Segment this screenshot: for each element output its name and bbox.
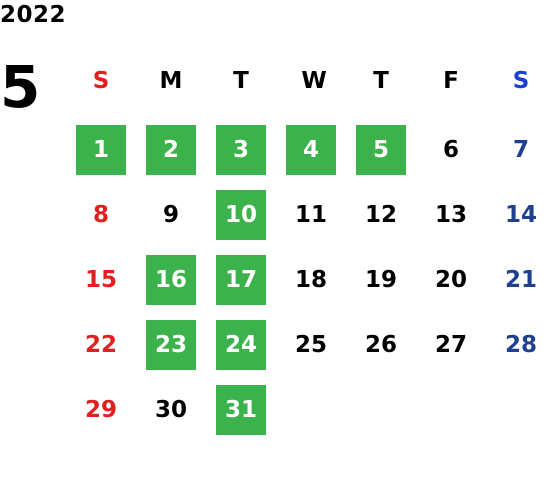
day-cell: 3: [216, 125, 266, 175]
day-cell: 27: [434, 332, 467, 358]
day-cell: 13: [434, 202, 467, 228]
day-cell: 24: [216, 320, 266, 370]
day-cell: 31: [216, 385, 266, 435]
day-cell: 10: [216, 190, 266, 240]
day-cell: 9: [162, 202, 179, 228]
day-cell: 5: [356, 125, 406, 175]
day-cell: 4: [286, 125, 336, 175]
day-cell: 17: [216, 255, 266, 305]
day-cell: 19: [364, 267, 397, 293]
day-cell: 12: [364, 202, 397, 228]
day-cell: 30: [154, 397, 187, 423]
day-cell: 2: [146, 125, 196, 175]
day-cell: 11: [294, 202, 327, 228]
day-cell: 21: [504, 267, 537, 293]
day-cell: 8: [92, 202, 109, 228]
day-cell: 22: [84, 332, 117, 358]
day-cell: 23: [146, 320, 196, 370]
day-cell: 18: [294, 267, 327, 293]
day-cell: 25: [294, 332, 327, 358]
weekday-wed: W: [301, 68, 327, 94]
month-number: 5: [0, 53, 41, 121]
weekday-sun: S: [92, 68, 110, 94]
weekday-mon: M: [159, 68, 183, 94]
weekday-tue: T: [233, 68, 249, 94]
day-cell: 20: [434, 267, 467, 293]
day-cell: 28: [504, 332, 537, 358]
day-cell: 6: [442, 137, 459, 163]
day-cell: 29: [84, 397, 117, 423]
day-cell: 26: [364, 332, 397, 358]
day-cell: 16: [146, 255, 196, 305]
day-cell: 1: [76, 125, 126, 175]
weekday-thu: T: [373, 68, 389, 94]
weekday-fri: F: [443, 68, 459, 94]
day-cell: 15: [84, 267, 117, 293]
day-cell: 7: [512, 137, 529, 163]
year-label: 2022: [0, 2, 67, 28]
day-cell: 14: [504, 202, 537, 228]
weekday-sat: S: [512, 68, 530, 94]
